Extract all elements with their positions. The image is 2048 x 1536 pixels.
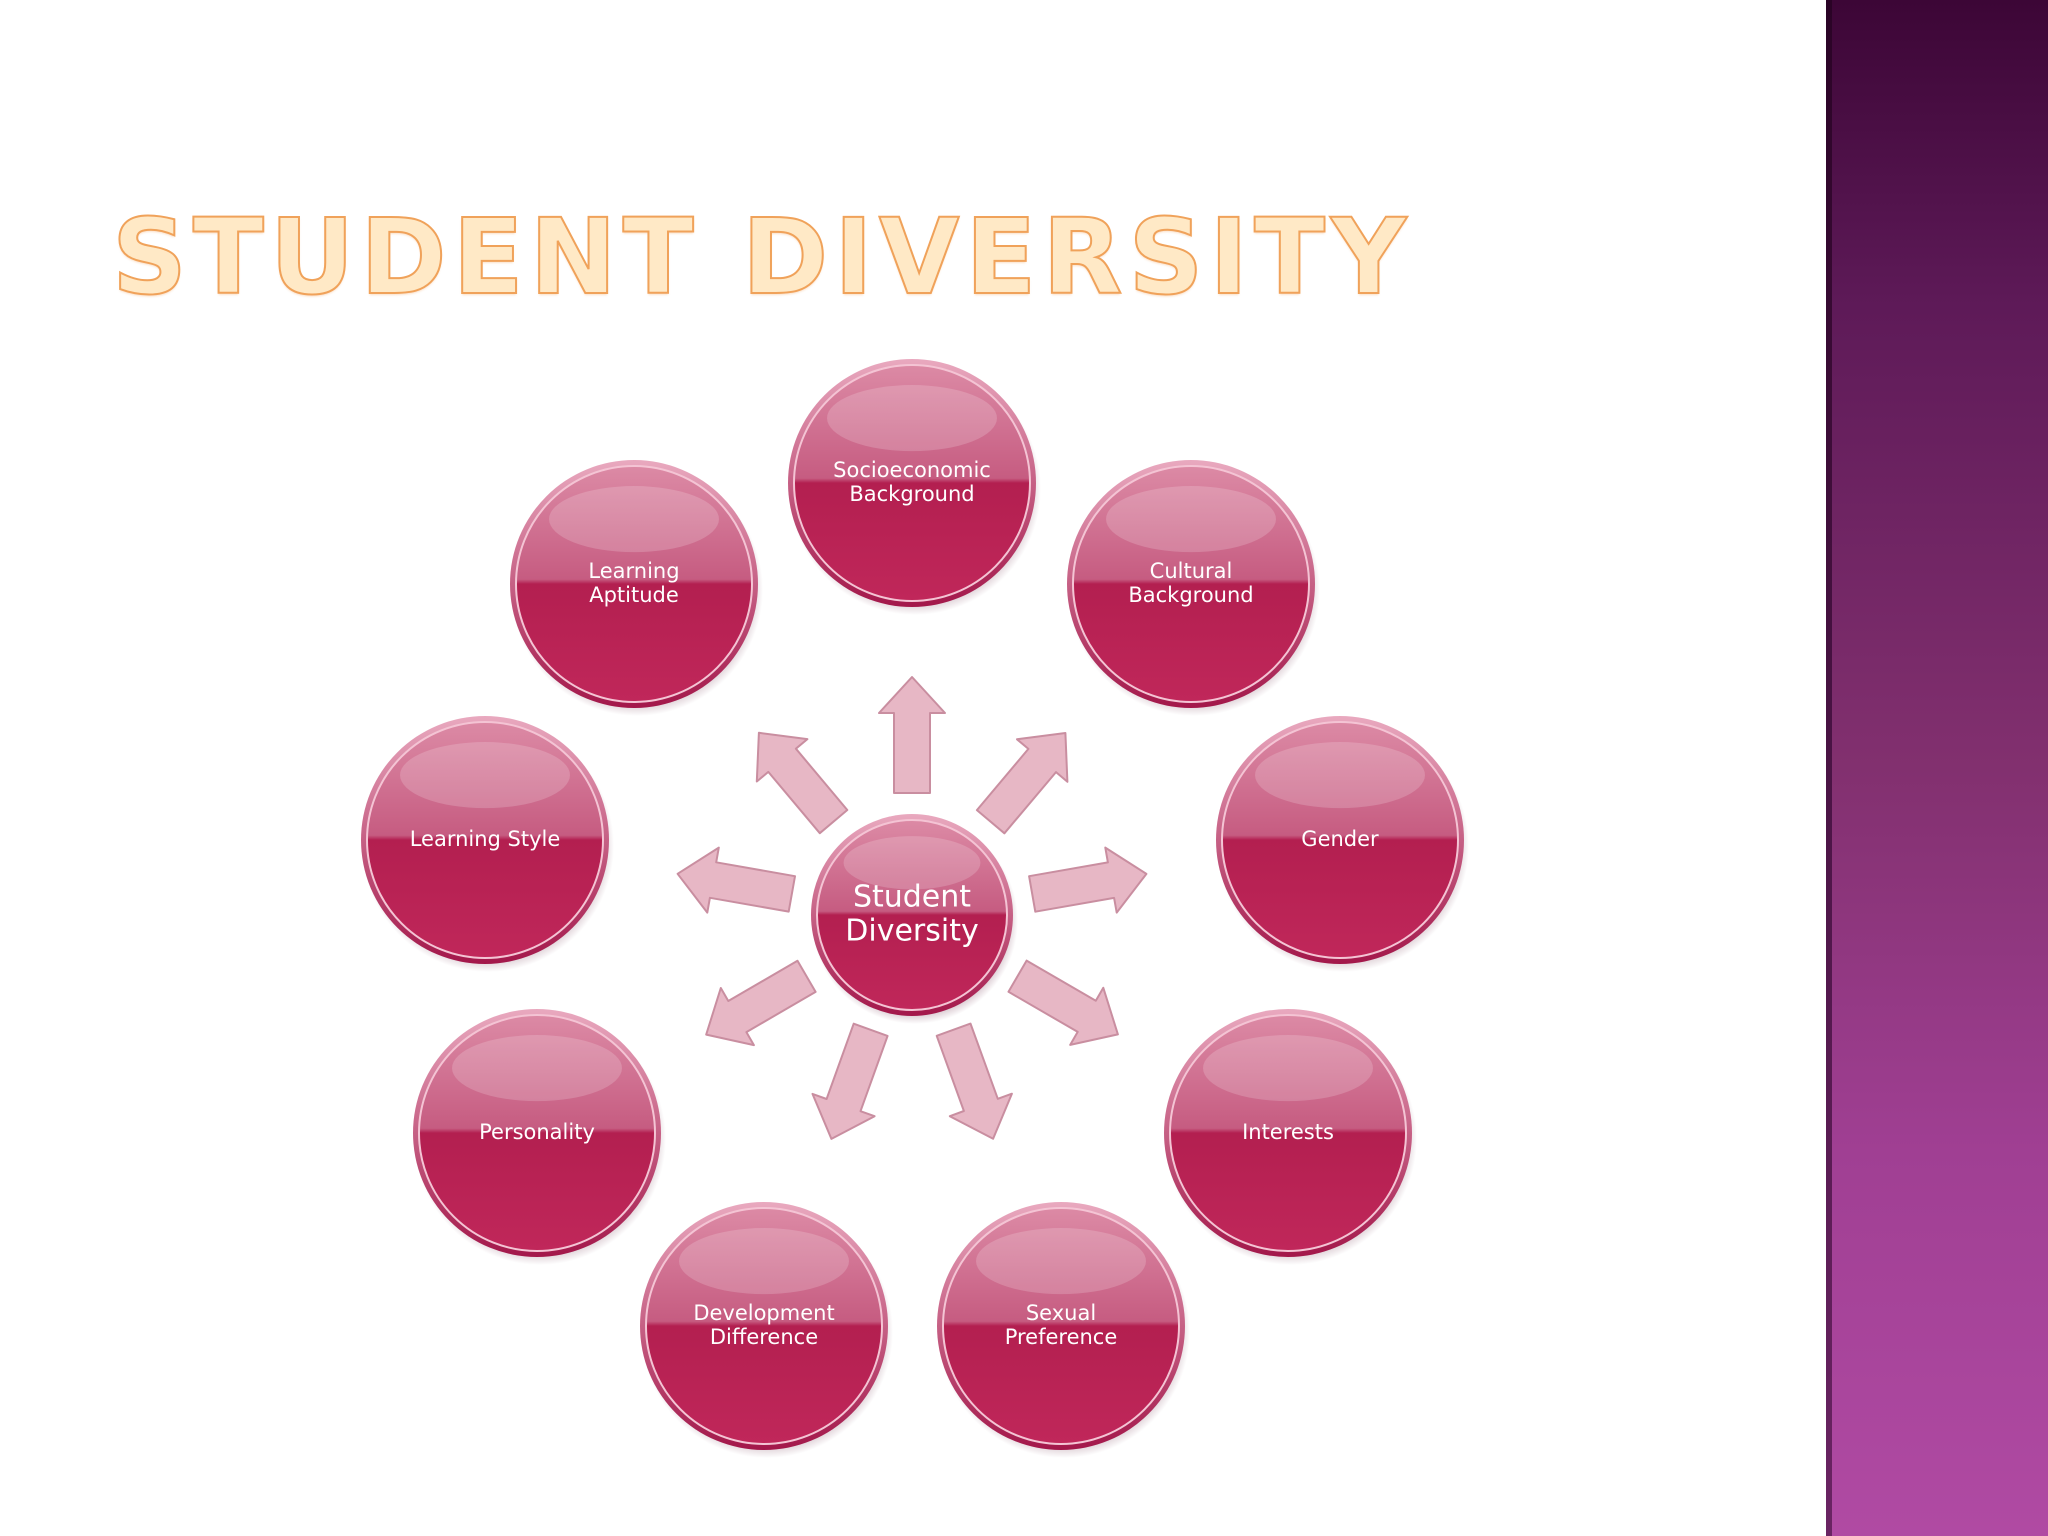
node-label-line: Cultural [1150, 559, 1233, 583]
node-label-line: Preference [1005, 1325, 1118, 1349]
arrow-cultural [975, 732, 1069, 835]
node-label-line: Difference [710, 1325, 818, 1349]
node-label-line: Development [693, 1301, 834, 1325]
arrow-learning-style [676, 846, 796, 914]
node-label-line: Diversity [845, 914, 978, 949]
arrow-interests [1007, 959, 1119, 1046]
node-label-line: Interests [1242, 1120, 1334, 1144]
node-label-line: Sexual [1026, 1301, 1096, 1325]
nodes-layer: StudentDiversitySocioeconomicBackgroundC… [361, 359, 1469, 1458]
arrow-socioeconomic [878, 676, 946, 794]
arrow-learning-aptitude [755, 731, 849, 835]
node-label-line: Background [849, 482, 974, 506]
arrow-personality [705, 959, 817, 1047]
node-label-line: Student [853, 880, 971, 915]
node-label-line: Personality [479, 1120, 595, 1144]
arrow-sexual-preference [935, 1022, 1013, 1140]
node-label-line: Learning Style [410, 827, 561, 851]
arrows-layer [676, 676, 1148, 1140]
node-label-line: Aptitude [589, 583, 679, 607]
arrow-gender [1028, 846, 1148, 914]
arrow-development-difference [811, 1022, 889, 1140]
node-label-line: Learning [588, 559, 679, 583]
node-personality: Personality [413, 1009, 666, 1265]
node-label-line: Socioeconomic [833, 458, 991, 482]
decorative-side-band [1826, 0, 2048, 1536]
node-label-line: Gender [1301, 827, 1379, 851]
slide-title: Student Diversity [111, 196, 1413, 318]
node-gender: Gender [1216, 716, 1469, 972]
node-label-line: Background [1128, 583, 1253, 607]
node-interests: Interests [1164, 1009, 1417, 1265]
node-learning-style: Learning Style [361, 716, 614, 972]
